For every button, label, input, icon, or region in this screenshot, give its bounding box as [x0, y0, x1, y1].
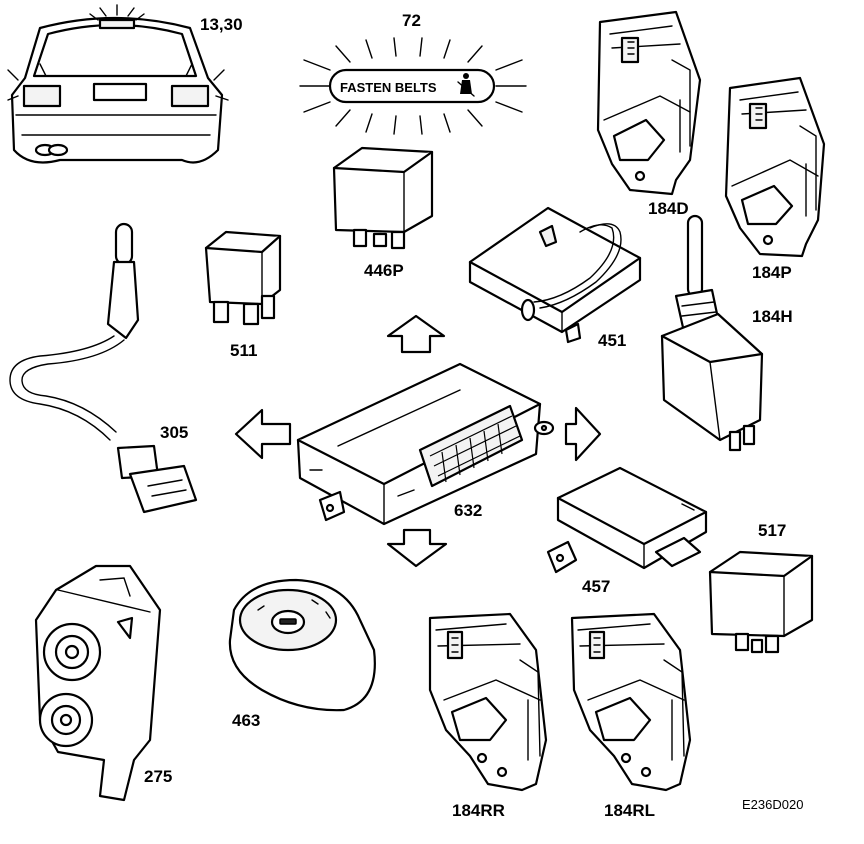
label-central-632: 632	[454, 501, 483, 520]
module-451	[468, 206, 642, 344]
relay-446p	[332, 146, 434, 250]
label-car: 13,30	[200, 15, 243, 34]
label-relay-446p: 446P	[364, 261, 404, 280]
module-457	[546, 466, 708, 574]
door-lock-184rr	[428, 612, 548, 792]
label-relay-517: 517	[758, 521, 787, 540]
siren-275	[34, 564, 162, 802]
label-lock-184rl: 184RL	[604, 801, 656, 820]
label-siren-275: 275	[144, 767, 173, 786]
door-lock-184rl	[570, 612, 692, 792]
arrow-up	[386, 314, 446, 354]
label-lock-184p: 184P	[752, 263, 792, 282]
arrow-right	[564, 406, 602, 462]
label-lock-184rr: 184RR	[452, 801, 505, 820]
arrow-left	[234, 408, 292, 460]
fasten-belts-text: FASTEN BELTS	[340, 80, 437, 95]
sensor-cable-305	[9, 222, 198, 514]
ignition-switch-463	[228, 578, 376, 712]
label-relay-511: 511	[230, 341, 258, 360]
door-lock-184d	[596, 10, 702, 196]
label-lock-184d: 184D	[648, 199, 689, 218]
relay-517	[708, 550, 814, 654]
car-rear-illustration	[7, 4, 229, 164]
label-ignition-463: 463	[232, 711, 261, 730]
label-module-457: 457	[582, 577, 611, 596]
door-lock-184p	[724, 76, 826, 258]
central-module-632	[296, 362, 555, 526]
arrow-down	[386, 528, 448, 568]
label-actuator-184h: 184H	[752, 307, 793, 326]
label-belt-lamp: 72	[402, 11, 421, 30]
actuator-184h	[660, 214, 764, 452]
relay-511	[204, 230, 282, 326]
diagram-code: E236D020	[742, 797, 804, 812]
seatbelt-person-icon	[457, 73, 475, 97]
label-sensor-305: 305	[160, 423, 189, 442]
label-module-451: 451	[598, 331, 627, 350]
fasten-belts-lamp: FASTEN BELTS	[299, 37, 527, 135]
